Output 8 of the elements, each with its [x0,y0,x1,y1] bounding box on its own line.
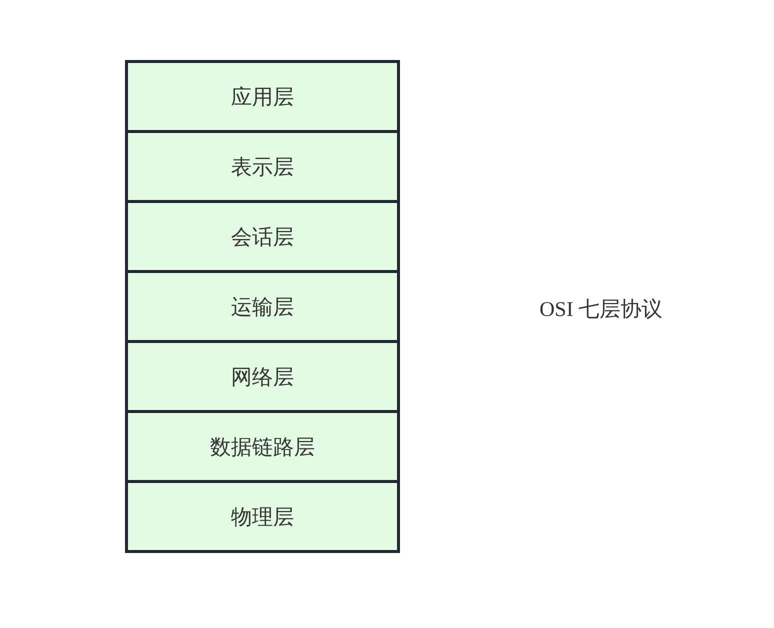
layer-box: 表示层 [125,130,400,203]
layer-box: 会话层 [125,200,400,273]
layer-box: 数据链路层 [125,410,400,483]
layer-box: 应用层 [125,60,400,133]
layer-box: 运输层 [125,270,400,343]
layer-box: 物理层 [125,480,400,553]
layer-box: 网络层 [125,340,400,413]
diagram-label: OSI 七层协议 [540,296,663,323]
